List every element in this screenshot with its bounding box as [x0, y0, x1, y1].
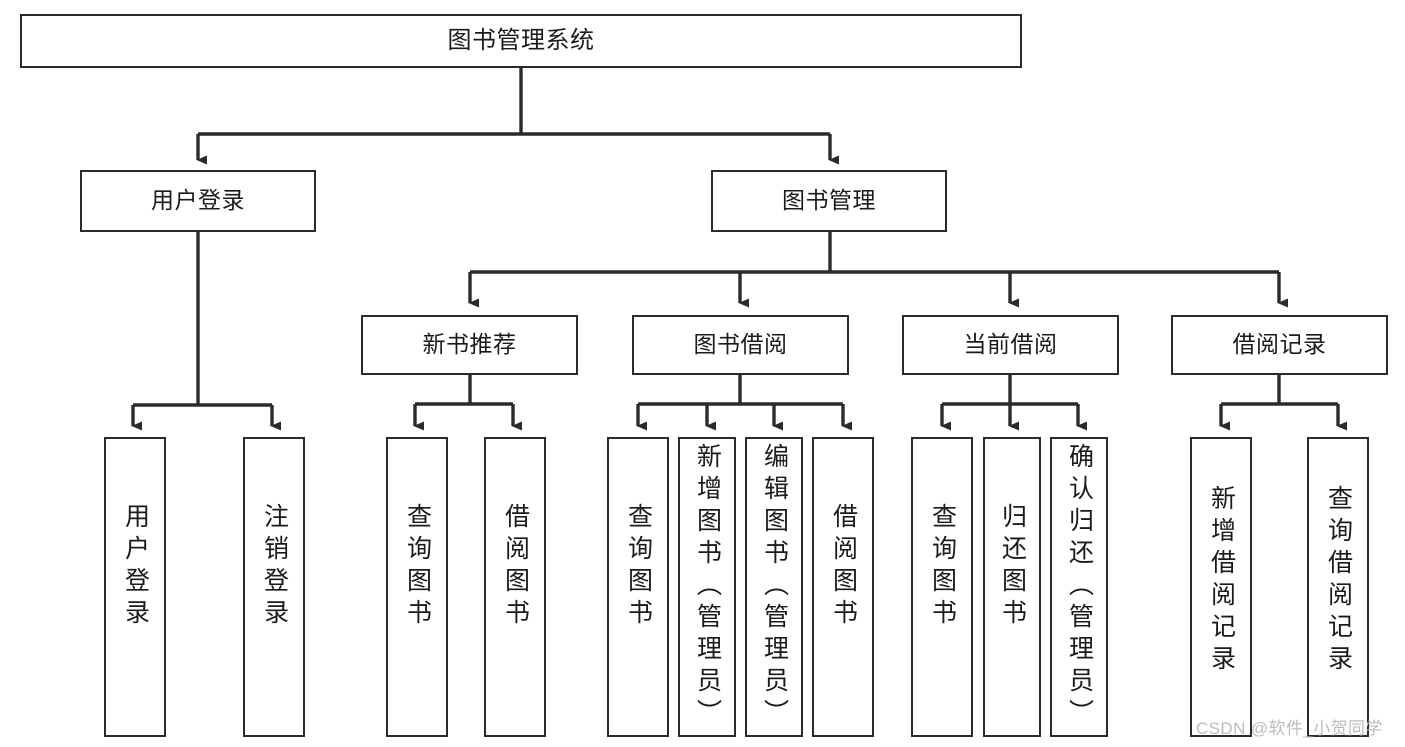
leaf-recommend-borrow-book[interactable]: 借阅图书 [484, 437, 546, 737]
node-label: 图书管理系统 [447, 26, 595, 54]
node-label: 借阅记录 [1232, 331, 1327, 358]
leaf-user-login-login[interactable]: 用户登录 [104, 437, 166, 737]
node-new-book-recommend[interactable]: 新书推荐 [361, 315, 578, 375]
leaf-borrow-query-book[interactable]: 查询图书 [607, 437, 669, 737]
leaf-borrow-borrow-book[interactable]: 借阅图书 [812, 437, 874, 737]
watermark-text: CSDN @软件_小贺同学 [1196, 719, 1383, 738]
node-user-login[interactable]: 用户登录 [80, 170, 316, 232]
leaf-record-add-record[interactable]: 新增借阅记录 [1190, 437, 1252, 737]
node-label: 归还图书 [998, 503, 1027, 631]
leaf-record-query-record[interactable]: 查询借阅记录 [1307, 437, 1369, 737]
node-label: 用户登录 [151, 187, 245, 214]
node-label: 新书推荐 [422, 331, 517, 358]
leaf-recommend-query-book[interactable]: 查询图书 [386, 437, 448, 737]
leaf-current-return-book[interactable]: 归还图书 [983, 437, 1041, 737]
node-book-borrow[interactable]: 图书借阅 [632, 315, 849, 375]
node-label: 用户登录 [121, 503, 150, 631]
node-current-borrow[interactable]: 当前借阅 [902, 315, 1119, 375]
node-label: 编辑图书（管理员） [760, 443, 789, 731]
node-label: 查询图书 [624, 503, 653, 631]
leaf-user-login-logout[interactable]: 注销登录 [243, 437, 305, 737]
node-label: 确认归还（管理员） [1065, 443, 1094, 731]
leaf-borrow-add-book-admin[interactable]: 新增图书（管理员） [678, 437, 736, 737]
node-book-management[interactable]: 图书管理 [711, 170, 947, 232]
node-label: 借阅图书 [501, 503, 530, 631]
node-label: 图书管理 [782, 187, 876, 214]
leaf-borrow-edit-book-admin[interactable]: 编辑图书（管理员） [745, 437, 803, 737]
node-root-system[interactable]: 图书管理系统 [20, 14, 1022, 68]
node-label: 图书借阅 [693, 331, 788, 358]
leaf-current-query-book[interactable]: 查询图书 [911, 437, 973, 737]
node-label: 查询图书 [928, 503, 957, 631]
node-label: 注销登录 [260, 503, 289, 631]
node-borrow-record[interactable]: 借阅记录 [1171, 315, 1388, 375]
node-label: 查询借阅记录 [1324, 485, 1353, 677]
node-label: 新增借阅记录 [1207, 485, 1236, 677]
node-label: 当前借阅 [963, 331, 1058, 358]
node-label: 借阅图书 [829, 503, 858, 631]
node-label: 查询图书 [403, 503, 432, 631]
leaf-current-confirm-return-admin[interactable]: 确认归还（管理员） [1050, 437, 1108, 737]
node-label: 新增图书（管理员） [693, 443, 722, 731]
